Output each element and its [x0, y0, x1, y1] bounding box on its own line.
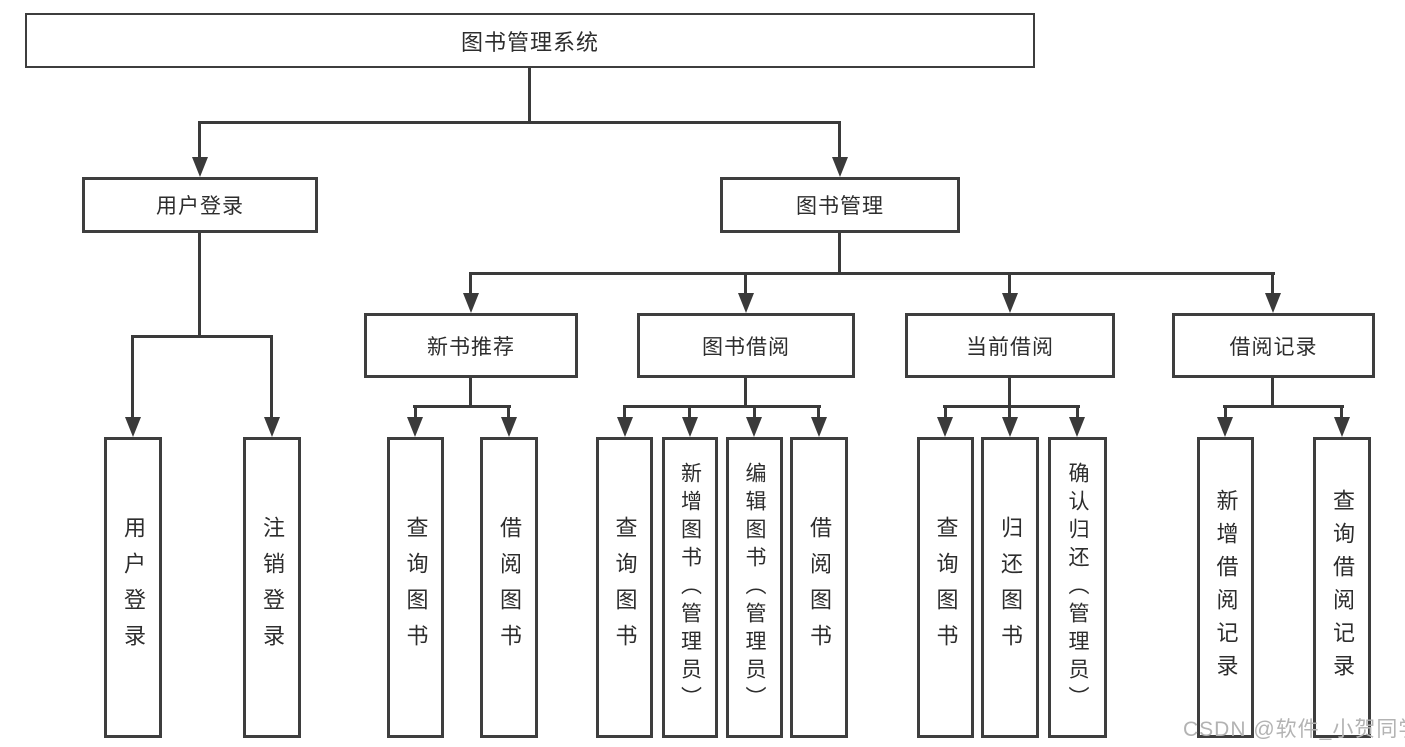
- node-leaf-return-book: 归还图书: [981, 437, 1039, 738]
- connector-line: [199, 121, 841, 124]
- connector-line: [469, 272, 1275, 275]
- node-leaf-borrow-book-nb: 借阅图书: [480, 437, 538, 738]
- leaf-label: 归还图书: [998, 515, 1023, 660]
- connector-line: [744, 272, 747, 305]
- connector-line: [469, 272, 472, 305]
- node-leaf-query-book-bb: 查询图书: [596, 437, 653, 738]
- connector-line: [528, 68, 531, 123]
- connector-line: [817, 405, 820, 423]
- arrow-down-icon: [407, 417, 423, 437]
- node-leaf-borrow-book-bb: 借阅图书: [790, 437, 848, 738]
- leaf-label: 查询图书: [612, 515, 638, 660]
- connector-line: [131, 335, 134, 429]
- connector-line: [753, 405, 756, 423]
- connector-line: [688, 405, 691, 423]
- connector-line: [1271, 272, 1274, 305]
- connector-line: [198, 121, 201, 167]
- arrow-down-icon: [1217, 417, 1233, 437]
- connector-line: [1271, 377, 1274, 408]
- leaf-label: 查询图书: [933, 515, 959, 660]
- leaf-label: 查询图书: [403, 515, 429, 660]
- node-leaf-add-book-admin: 新增图书（管理员）: [662, 437, 718, 738]
- connector-line: [469, 377, 472, 408]
- arrow-down-icon: [937, 417, 953, 437]
- node-leaf-query-book-cb: 查询图书: [917, 437, 974, 738]
- node-leaf-query-book-nb: 查询图书: [387, 437, 444, 738]
- connector-line: [1223, 405, 1344, 408]
- connector-line: [623, 405, 626, 423]
- arrow-down-icon: [682, 417, 698, 437]
- node-user-login: 用户登录: [82, 177, 318, 233]
- node-leaf-edit-book-admin: 编辑图书（管理员）: [726, 437, 783, 738]
- connector-line: [1076, 405, 1079, 423]
- connector-line: [1008, 272, 1011, 305]
- arrow-down-icon: [1334, 417, 1350, 437]
- arrow-down-icon: [192, 157, 208, 177]
- connector-line: [413, 405, 511, 408]
- connector-line: [270, 335, 273, 429]
- arrow-down-icon: [1002, 417, 1018, 437]
- leaf-label: 注销登录: [260, 515, 285, 660]
- connector-line: [131, 335, 273, 338]
- leaf-label: 确认归还（管理员）: [1066, 461, 1089, 714]
- leaf-label: 编辑图书（管理员）: [743, 461, 766, 714]
- node-leaf-add-borrow-record: 新增借阅记录: [1197, 437, 1254, 738]
- connector-line: [744, 377, 747, 408]
- connector-line: [838, 121, 841, 167]
- csdn-watermark: CSDN @软件_小贺同学: [1183, 718, 1405, 741]
- connector-line: [944, 405, 947, 423]
- node-new-book-recommend: 新书推荐: [364, 313, 578, 378]
- arrow-down-icon: [617, 417, 633, 437]
- arrow-down-icon: [463, 293, 479, 313]
- connector-line: [838, 233, 841, 274]
- arrow-down-icon: [1265, 293, 1281, 313]
- connector-line: [507, 405, 510, 423]
- node-leaf-user-login: 用户登录: [104, 437, 162, 738]
- arrow-down-icon: [832, 157, 848, 177]
- leaf-label: 借阅图书: [807, 515, 832, 660]
- leaf-label: 查询借阅记录: [1330, 488, 1355, 687]
- node-leaf-logout: 注销登录: [243, 437, 301, 738]
- connector-line: [414, 405, 417, 423]
- connector-line: [1008, 405, 1011, 423]
- connector-line: [198, 233, 201, 338]
- arrow-down-icon: [125, 417, 141, 437]
- node-leaf-query-borrow-record: 查询借阅记录: [1313, 437, 1371, 738]
- leaf-label: 用户登录: [121, 515, 146, 660]
- arrow-down-icon: [738, 293, 754, 313]
- connector-line: [1008, 377, 1011, 408]
- arrow-down-icon: [501, 417, 517, 437]
- node-book-management: 图书管理: [720, 177, 960, 233]
- leaf-label: 借阅图书: [497, 515, 522, 660]
- connector-line: [1340, 405, 1343, 423]
- leaf-label: 新增图书（管理员）: [678, 461, 702, 714]
- node-borrow-record: 借阅记录: [1172, 313, 1375, 378]
- arrow-down-icon: [811, 417, 827, 437]
- arrow-down-icon: [264, 417, 280, 437]
- arrow-down-icon: [1002, 293, 1018, 313]
- node-leaf-confirm-return-admin: 确认归还（管理员）: [1048, 437, 1107, 738]
- arrow-down-icon: [1069, 417, 1085, 437]
- connector-line: [943, 405, 1080, 408]
- leaf-label: 新增借阅记录: [1213, 488, 1239, 687]
- node-book-borrow: 图书借阅: [637, 313, 855, 378]
- node-current-borrow: 当前借阅: [905, 313, 1115, 378]
- arrow-down-icon: [746, 417, 762, 437]
- connector-line: [623, 405, 821, 408]
- node-root: 图书管理系统: [25, 13, 1035, 68]
- connector-line: [1224, 405, 1227, 423]
